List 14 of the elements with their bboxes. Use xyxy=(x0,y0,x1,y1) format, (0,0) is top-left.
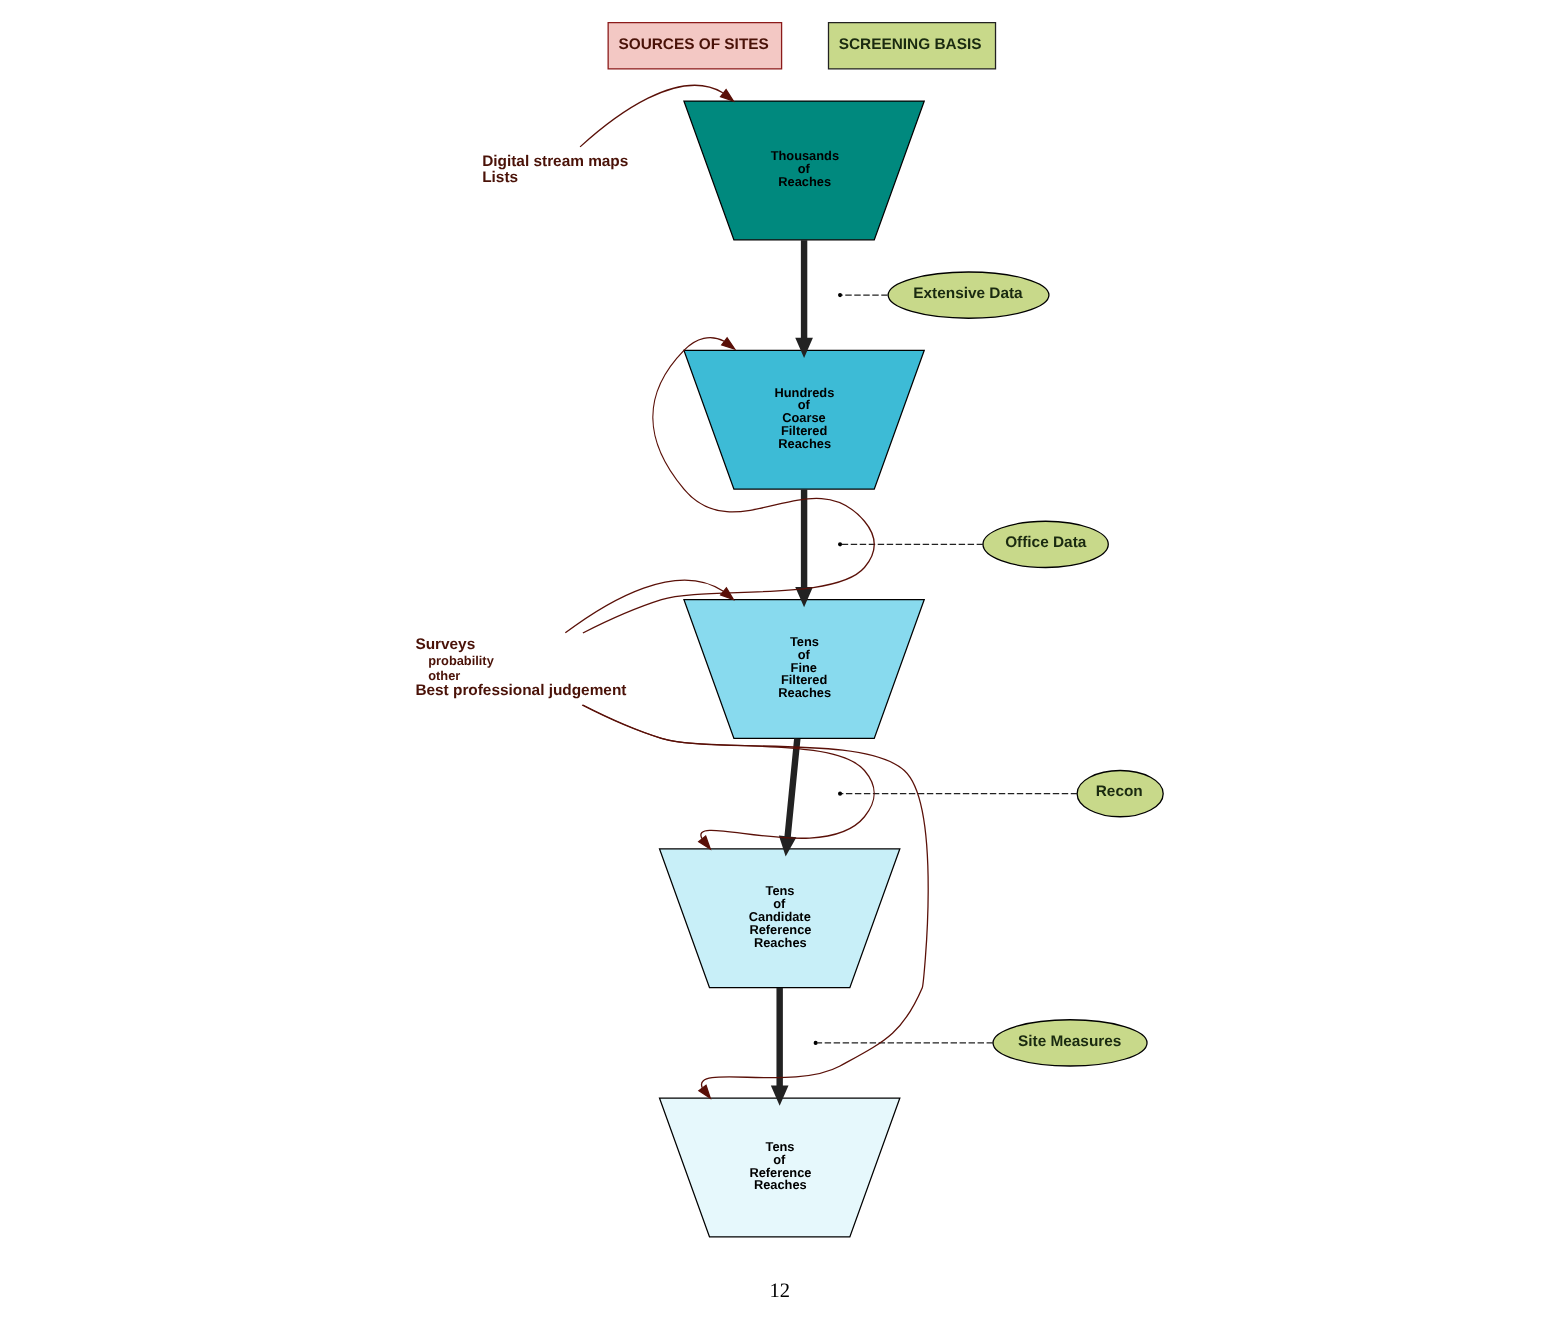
arrow xyxy=(770,987,789,1106)
arrow xyxy=(582,336,876,634)
arrow xyxy=(564,579,735,634)
arrow xyxy=(795,489,813,608)
connector xyxy=(841,543,984,545)
arrow xyxy=(778,738,801,857)
arrow xyxy=(795,240,813,358)
connector xyxy=(840,294,889,296)
connector xyxy=(841,793,1078,795)
arrow xyxy=(581,704,929,1100)
label: 12 xyxy=(769,1281,790,1304)
connector xyxy=(816,1042,994,1044)
arrow xyxy=(579,84,735,148)
arrow xyxy=(582,704,875,851)
